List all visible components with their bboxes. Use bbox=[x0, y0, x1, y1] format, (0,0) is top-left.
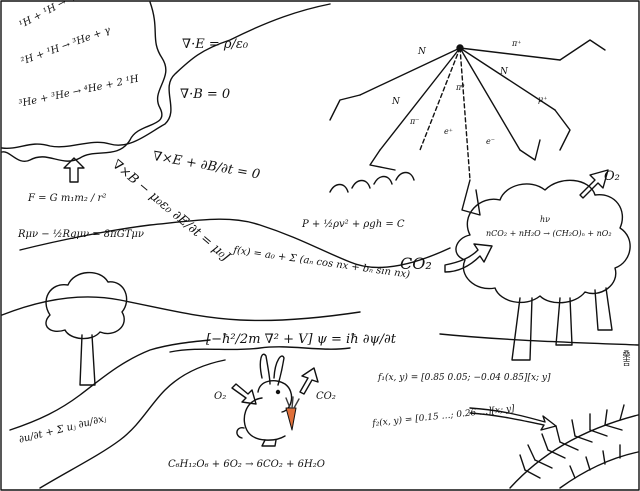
river-bank-right bbox=[39, 359, 226, 489]
carrot-leaves bbox=[285, 396, 300, 409]
lotka-arrow bbox=[469, 407, 557, 431]
left-tree-crown bbox=[45, 271, 128, 340]
o2-label-rabbit: O₂ bbox=[214, 391, 227, 402]
o2-arrow bbox=[579, 169, 609, 199]
ground-line-right bbox=[439, 333, 639, 346]
feynman-label-electron: e⁻ bbox=[486, 137, 495, 146]
feynman-label-n2: N bbox=[392, 97, 400, 107]
small-clouds bbox=[329, 171, 415, 193]
right-tree-crown bbox=[455, 179, 631, 304]
rabbit bbox=[236, 353, 293, 447]
feynman-label-n1: N bbox=[418, 47, 426, 57]
hill-curve bbox=[1, 296, 361, 322]
gauss-electric-law: ∇·E = ρ/ε₀ bbox=[182, 37, 249, 52]
feynman-label-n3: N bbox=[500, 67, 508, 77]
right-tree-trunk-3 bbox=[594, 287, 613, 331]
up-arrow bbox=[63, 157, 85, 183]
rabbit-o2-arrow bbox=[231, 383, 257, 405]
sun-outline bbox=[1, 1, 167, 162]
fern bbox=[509, 404, 639, 489]
field-curve-left bbox=[19, 218, 451, 269]
right-tree-trunk-2 bbox=[555, 297, 573, 346]
photon-energy-label: hν bbox=[540, 215, 551, 224]
right-tree-trunk-1 bbox=[511, 297, 533, 361]
feynman-label-muon: μ⁺ bbox=[538, 95, 548, 104]
o2-label-top: O₂ bbox=[604, 169, 620, 184]
affine-map-1: f₁(x, y) = [0.85 0.05; −0.04 0.85][x; y] bbox=[378, 373, 551, 383]
co2-label-rabbit: CO₂ bbox=[316, 391, 336, 402]
feynman-label-pi-plus: π⁺ bbox=[512, 39, 522, 48]
co2-arrow bbox=[444, 243, 493, 273]
feynman-diagram bbox=[329, 39, 606, 216]
schrodinger-equation: [−ħ²/2m ∇² + V] ψ = iħ ∂ψ/∂t bbox=[206, 332, 396, 347]
sky-boundary bbox=[1, 3, 331, 149]
river-bank-left bbox=[9, 339, 211, 431]
wave-line bbox=[169, 346, 351, 353]
rabbit-co2-arrow bbox=[299, 367, 319, 395]
photosynthesis-equation: nCO₂ + nH₂O → (CH₂O)ₙ + nO₂ bbox=[486, 229, 612, 238]
artist-signature: 桑吉 bbox=[622, 350, 631, 366]
feynman-label-positron: e⁺ bbox=[444, 127, 453, 136]
carrot bbox=[285, 407, 297, 431]
gauss-magnetic-law: ∇·B = 0 bbox=[180, 87, 231, 102]
respiration-equation: C₆H₁₂O₆ + 6O₂ → 6CO₂ + 6H₂O bbox=[168, 459, 325, 470]
co2-label: CO₂ bbox=[400, 254, 432, 273]
gravity-law: F = G m₁m₂ / r² bbox=[28, 193, 107, 204]
feynman-label-pi-minus: π⁻ bbox=[410, 117, 420, 126]
einstein-field-equation: Rμν − ½Rgμν = 8πGTμν bbox=[18, 229, 144, 240]
left-tree-trunk bbox=[79, 334, 96, 386]
bernoulli-equation: P + ½ρv² + ρgh = C bbox=[302, 219, 405, 230]
feynman-label-pi-zero: π⁰ bbox=[456, 83, 465, 92]
